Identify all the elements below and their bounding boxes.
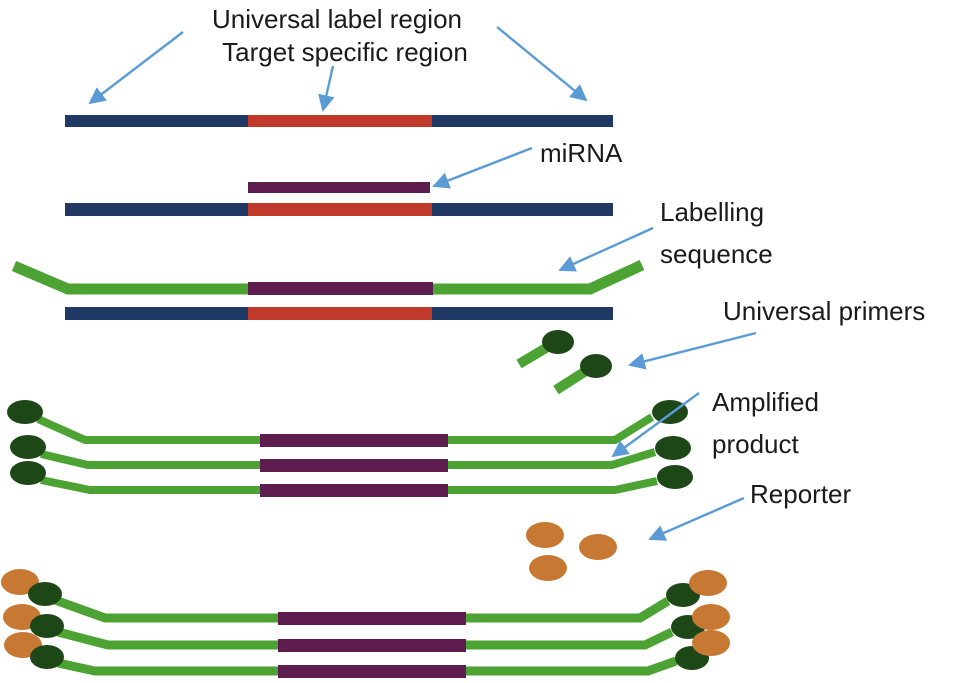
- primer-dot-icon: [10, 461, 46, 485]
- template-strand-row: [65, 115, 613, 127]
- mirna-bar: [248, 182, 430, 193]
- amplified-target-segment: [260, 434, 448, 447]
- primer-dot-icon: [28, 582, 62, 606]
- mirna-label: miRNA: [540, 138, 623, 168]
- arrow-universal-label-right: [496, 26, 588, 102]
- labelled-target-segment: [278, 639, 466, 652]
- arrow-universal-label-left: [88, 31, 184, 105]
- labelled-target-segment: [278, 665, 466, 678]
- template-target-region-bar: [248, 307, 432, 320]
- arrow-mirna: [432, 146, 533, 189]
- amplified-target-segment: [260, 484, 448, 497]
- labelled-strand: [1, 569, 727, 625]
- labelled-target-segment: [278, 612, 466, 625]
- primer-dot-icon: [652, 400, 688, 424]
- reporter-dot-icon: [529, 555, 567, 581]
- arrow-labelling-sequence: [558, 226, 654, 272]
- primer-dot-icon: [30, 614, 64, 638]
- amplified-target-segment: [260, 459, 448, 472]
- amplified-strand: [7, 400, 688, 447]
- amplified-strand: [10, 435, 691, 472]
- reporter-dot-icon: [692, 604, 730, 630]
- reporter-dots: [526, 522, 617, 581]
- primer-dot-icon: [580, 354, 612, 378]
- amplified-product-label-line2: product: [712, 429, 799, 459]
- reporter-dot-icon: [692, 630, 730, 656]
- side-labels: miRNA Labelling sequence Universal prime…: [540, 138, 925, 509]
- reporter-dot-icon: [1, 569, 39, 595]
- arrow-universal-primers: [628, 331, 757, 370]
- target-specific-region-label: Target specific region: [222, 37, 468, 67]
- amplified-product-label-line1: Amplified: [712, 387, 819, 417]
- arrow-reporter: [648, 496, 745, 541]
- top-labels: Universal label region Target specific r…: [212, 4, 468, 67]
- reporter-label: Reporter: [750, 479, 851, 509]
- reporter-dot-icon: [579, 534, 617, 560]
- labelling-sequence-row: [11, 260, 645, 320]
- mirna-hybridization-row: [65, 182, 613, 216]
- labelling-sequence-label-line2: sequence: [660, 239, 773, 269]
- universal-primers: [516, 330, 612, 395]
- annotation-arrows: [88, 26, 757, 541]
- reporter-dot-icon: [689, 570, 727, 596]
- reporter-dot-icon: [526, 522, 564, 548]
- labelling-sequence-label-line1: Labelling: [660, 197, 764, 227]
- template-target-region-bar: [248, 115, 432, 127]
- labelled-products: [1, 569, 730, 678]
- labelled-strand: [3, 604, 730, 652]
- amplified-strand: [10, 461, 693, 497]
- primer-dot-icon: [10, 435, 46, 459]
- primer-dot-icon: [655, 436, 691, 460]
- primer-dot-icon: [542, 330, 574, 354]
- primer-dot-icon: [7, 400, 43, 424]
- template-target-region-bar: [248, 203, 432, 216]
- labelled-strand: [4, 630, 730, 678]
- labelling-sequence-target-segment: [248, 282, 433, 295]
- amplified-products: [7, 400, 693, 497]
- arrow-target-specific: [318, 65, 335, 112]
- universal-primers-label: Universal primers: [723, 296, 925, 326]
- primer-dot-icon: [657, 465, 693, 489]
- universal-label-region-label: Universal label region: [212, 4, 462, 34]
- primer-dot-icon: [30, 645, 64, 669]
- arrow-amplified-product: [611, 392, 700, 458]
